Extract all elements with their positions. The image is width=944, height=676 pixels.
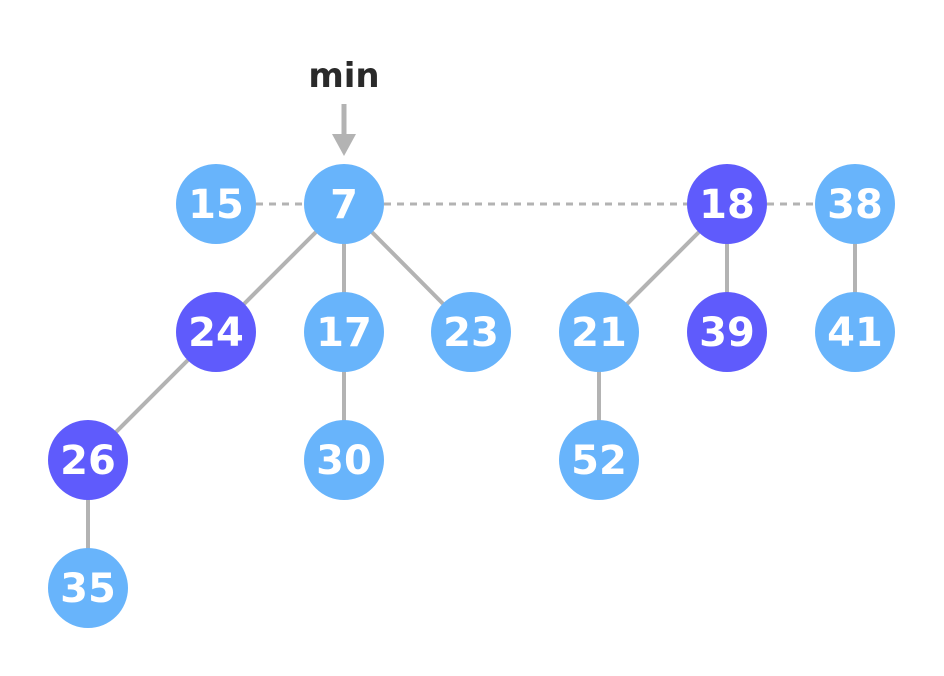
heap-node: 17 [304,292,384,372]
node-key: 30 [316,438,372,484]
node-key: 24 [188,310,244,356]
node-circle [431,292,511,372]
edges-layer [86,202,857,588]
heap-node: 35 [48,548,128,628]
node-key: 52 [571,438,627,484]
node-key: 7 [330,182,358,228]
marked-node-circle [176,292,256,372]
node-key: 18 [699,182,755,228]
min-pointer: min [308,56,380,156]
node-circle [304,164,384,244]
nodes-layer: 15 7 18 38 24 17 23 21 39 41 26 30 52 35 [48,164,895,628]
node-key: 26 [60,438,116,484]
node-circle [559,420,639,500]
heap-node: 52 [559,420,639,500]
node-key: 15 [188,182,244,228]
heap-node: 24 [176,292,256,372]
node-circle [304,292,384,372]
node-circle [815,164,895,244]
heap-node: 26 [48,420,128,500]
node-circle [48,548,128,628]
node-key: 39 [699,310,755,356]
node-key: 23 [443,310,499,356]
min-pointer-label: min [308,56,379,96]
heap-node: 18 [687,164,767,244]
marked-node-circle [48,420,128,500]
min-pointer-arrowhead [332,134,356,156]
heap-node: 21 [559,292,639,372]
marked-node-circle [687,164,767,244]
node-key: 35 [60,566,116,612]
node-key: 17 [316,310,372,356]
node-circle [176,164,256,244]
heap-node: 39 [687,292,767,372]
node-circle [304,420,384,500]
node-key: 41 [827,310,883,356]
heap-node: 41 [815,292,895,372]
node-circle [815,292,895,372]
heap-node: 30 [304,420,384,500]
node-circle [559,292,639,372]
heap-node: 38 [815,164,895,244]
heap-node: 7 [304,164,384,244]
marked-node-circle [687,292,767,372]
heap-node: 15 [176,164,256,244]
node-key: 21 [571,310,627,356]
heap-node: 23 [431,292,511,372]
node-key: 38 [827,182,883,228]
